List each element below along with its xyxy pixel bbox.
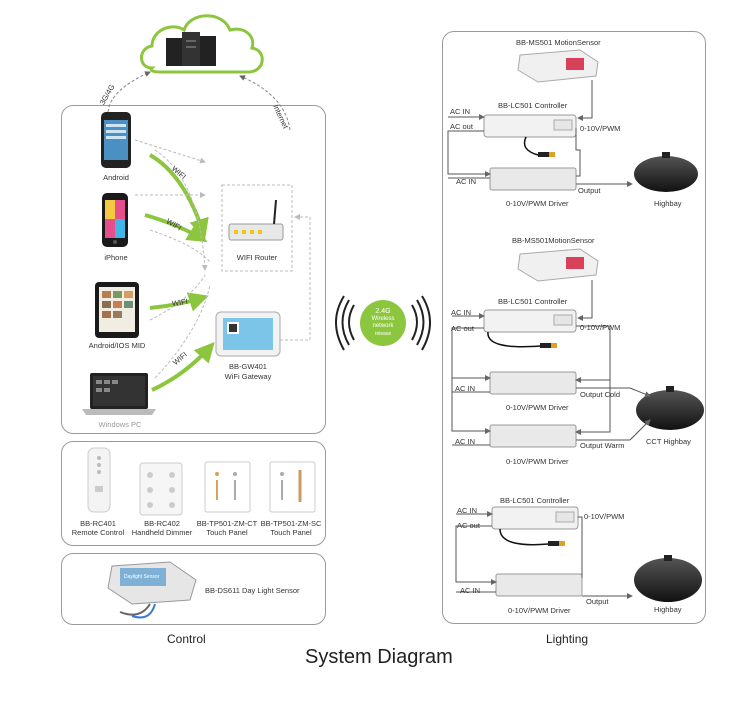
g2-sensor-label: BB-MS501MotionSensor (512, 236, 595, 245)
controller-1-icon (483, 114, 577, 138)
remote-1-name: Remote Control (71, 528, 125, 537)
iphone-label: iPhone (104, 253, 128, 262)
android-label: Android (103, 173, 129, 182)
android-phone-icon (101, 112, 131, 168)
wireless-line4: release (374, 331, 392, 337)
g2-pwm-label: 0-10V/PWM (580, 323, 621, 332)
g3-output-label: Output (586, 597, 609, 606)
g2-output-warm-label: Output Warm (580, 441, 625, 450)
touch-panel-ct-icon (204, 461, 251, 513)
g1-controller-label: BB-LC501 Controller (498, 101, 568, 110)
section-lighting-title: Lighting (546, 632, 589, 646)
tablet-icon (95, 282, 139, 338)
driver-2-icon (489, 371, 577, 395)
g3-pwm-label: 0-10V/PWM (584, 512, 625, 521)
wireless-icon (335, 295, 431, 351)
g3-ac-out-label: AC out (457, 521, 480, 530)
remote-3-name: Touch Panel (206, 528, 248, 537)
driver-4-icon (495, 573, 583, 597)
remote-4-model: BB-TP501-ZM-SC (260, 519, 322, 528)
remote-control-icon (87, 447, 111, 513)
router-label: WIFI Router (236, 253, 278, 262)
section-control-title: Control (167, 632, 206, 646)
g1-lamp-label: Highbay (654, 199, 682, 208)
g1-output-label: Output (578, 186, 601, 195)
pc-label: Windows PC (98, 420, 142, 429)
g1-pwm-label: 0-10V/PWM (580, 124, 621, 133)
g3-lamp-label: Highbay (654, 605, 682, 614)
touch-panel-sc-icon (269, 461, 316, 513)
g2-ac-in-label: AC IN (451, 308, 472, 317)
g1-ac-in-label: AC IN (450, 107, 471, 116)
remote-1-model: BB-RC401 (80, 519, 116, 528)
g2-ac-in3-label: AC IN (455, 437, 476, 446)
remote-2-name: Handheld Dimmer (131, 528, 193, 537)
g3-driver-label: 0-10V/PWM Driver (508, 606, 571, 615)
laptop-icon (82, 373, 156, 415)
wifi-router-icon (228, 199, 284, 241)
tablet-label: Android/IOS MID (88, 341, 146, 350)
g3-ac-in-label: AC IN (457, 506, 478, 515)
wifi-gateway-icon (215, 311, 281, 357)
page-title: System Diagram (305, 646, 453, 668)
wireless-line3: network (372, 323, 394, 329)
remote-2-model: BB-RC402 (144, 519, 180, 528)
driver-1-icon (489, 167, 577, 191)
remote-4-name: Touch Panel (270, 528, 312, 537)
cloud-icon (140, 14, 264, 74)
g1-ac-in2-label: AC IN (456, 177, 477, 186)
highbay-1-icon (634, 152, 698, 192)
g3-controller-label: BB-LC501 Controller (500, 496, 570, 505)
g1-driver-label: 0-10V/PWM Driver (506, 199, 569, 208)
gateway-model-label: BB-GW401 (229, 362, 267, 371)
g2-output-cold-label: Output Cold (580, 390, 621, 399)
g1-ac-out-label: AC out (450, 122, 473, 131)
controller-3-icon (491, 506, 579, 530)
daylight-sensor-label: BB-DS611 Day Light Sensor (205, 586, 300, 595)
gateway-name-label: WiFi Gateway (224, 372, 272, 381)
remote-3-model: BB-TP501-ZM-CT (196, 519, 258, 528)
cct-highbay-icon (636, 386, 704, 430)
g2-ac-out-label: AC out (451, 324, 474, 333)
motion-sensor-1-icon (517, 49, 599, 83)
motion-sensor-2-icon (517, 248, 599, 282)
g3-ac-in2-label: AC IN (460, 586, 481, 595)
daylight-sensor-icon (107, 561, 197, 619)
wireless-line1: 2.4G (375, 308, 391, 315)
wireless-line2: Wireless (371, 316, 395, 322)
highbay-3-icon (634, 555, 702, 602)
g2-driver1-label: 0-10V/PWM Driver (506, 403, 569, 412)
g2-lamp-label: CCT Highbay (646, 437, 691, 446)
g1-sensor-label: BB-MS501 MotionSensor (516, 38, 601, 47)
daylight-sensor-device-text: Daylight Sensor (124, 574, 160, 580)
controller-2-icon (483, 309, 577, 333)
g2-driver2-label: 0-10V/PWM Driver (506, 457, 569, 466)
g2-ac-in2-label: AC IN (455, 384, 476, 393)
driver-3-icon (489, 424, 577, 448)
handheld-dimmer-icon (139, 462, 183, 516)
iphone-icon (102, 193, 128, 247)
g2-controller-label: BB-LC501 Controller (498, 297, 568, 306)
